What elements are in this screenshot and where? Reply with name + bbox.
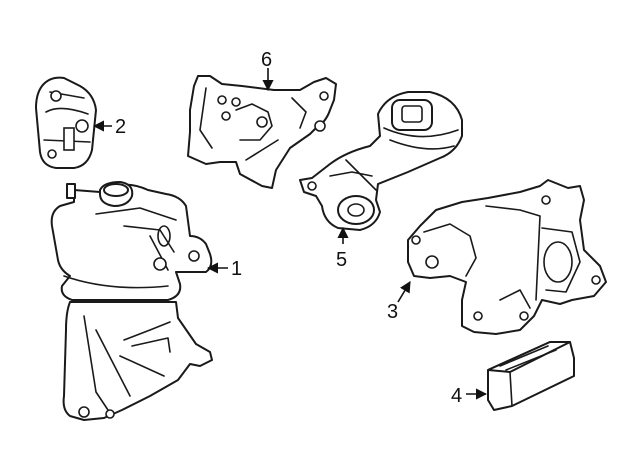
callout-2: 2 <box>115 116 126 138</box>
part-5-torque-rod <box>299 91 463 231</box>
callout-4: 4 <box>451 385 462 407</box>
part-6-upper-bracket <box>187 75 337 189</box>
callout-5: 5 <box>336 249 347 271</box>
callout-6: 6 <box>261 49 272 71</box>
part-3-transmission-mount <box>407 179 607 335</box>
part-4-rubber-block <box>487 341 575 411</box>
part-1-engine-mount <box>50 181 213 421</box>
leader-3 <box>397 281 411 303</box>
callout-3: 3 <box>387 301 398 323</box>
callout-1: 1 <box>231 258 242 280</box>
part-2-bracket-plate <box>35 76 97 169</box>
